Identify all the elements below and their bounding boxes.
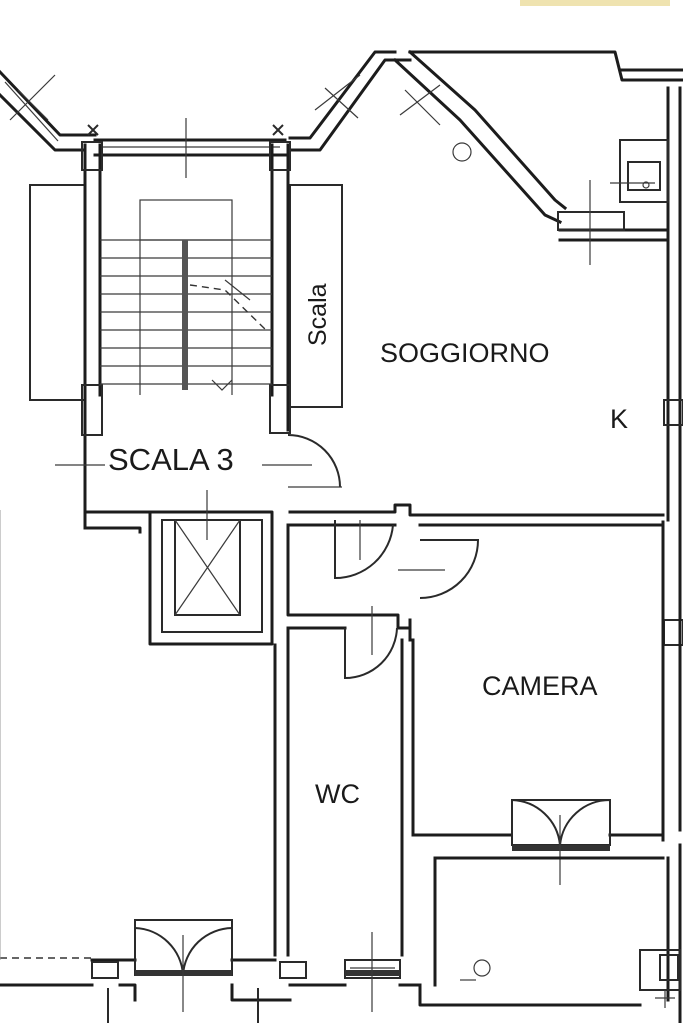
room-label-camera: CAMERA [482,671,598,701]
scan-smudge [520,0,670,6]
room-label-wc: WC [315,779,360,809]
door-sill [512,845,610,851]
stair-handrail [182,240,188,390]
bottom-walls [0,919,422,1023]
room-label-kitchen: K [610,404,628,434]
room-label-soggiorno: SOGGIORNO [380,338,550,368]
interior-walls [83,139,682,1023]
stair-label: SCALA 3 [108,442,234,477]
stairwell [29,141,343,646]
room-labels: SOGGIORNO K SCALA 3 Scala CAMERA WC [108,283,628,809]
stair-side-label: Scala [304,283,332,346]
